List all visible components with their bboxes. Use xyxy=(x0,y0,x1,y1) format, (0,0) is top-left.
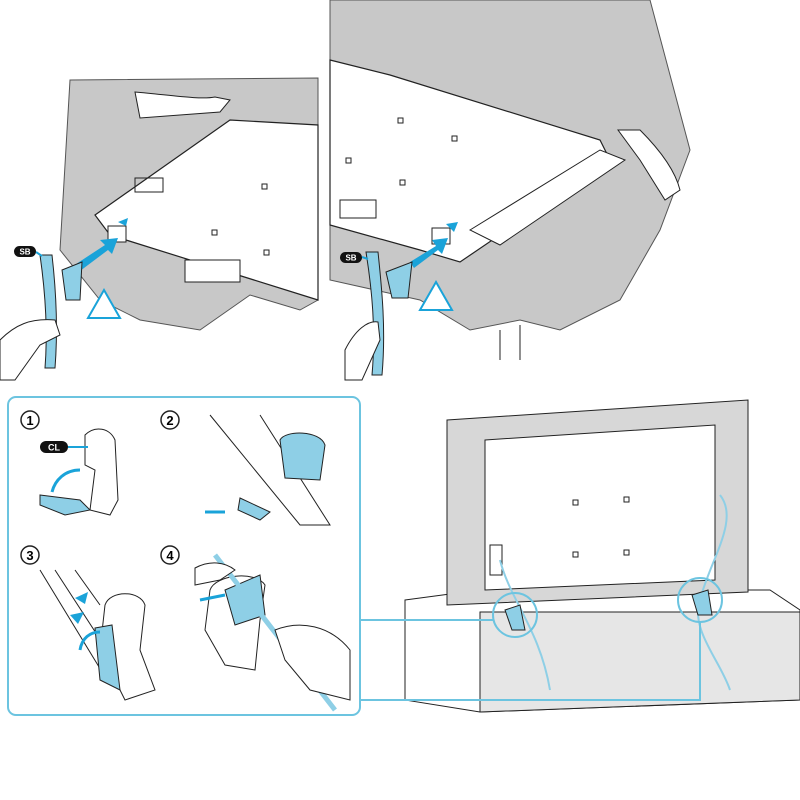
triangle-marker-icon xyxy=(446,222,458,232)
step-number: 4 xyxy=(166,548,174,563)
cable-clip xyxy=(84,428,119,516)
hand-icon xyxy=(134,91,231,119)
tv-frame xyxy=(468,149,627,246)
stand-leg xyxy=(61,261,83,301)
cable-clip xyxy=(691,589,713,616)
step-4: 4 xyxy=(160,545,180,565)
hand-icon xyxy=(194,562,236,586)
cable-clip xyxy=(504,604,526,631)
tv-on-stand-rear-view xyxy=(360,399,800,713)
insert-arrow-icon xyxy=(410,238,448,268)
vesa-holes xyxy=(211,183,270,256)
step-2: 2 xyxy=(160,410,180,430)
tv-cabinet-front xyxy=(479,611,800,713)
port-cover xyxy=(339,199,377,219)
hand-icon xyxy=(274,624,351,701)
stand-slot xyxy=(107,225,127,243)
cable-clip xyxy=(279,432,326,481)
callout-line xyxy=(360,622,701,701)
rotate-arrow-icon xyxy=(50,468,81,493)
step-number-circle xyxy=(20,545,40,565)
panel-attach-stand-left: SB xyxy=(0,77,319,381)
stand-badge xyxy=(14,246,36,257)
stand-leg xyxy=(365,251,385,376)
hand-icon xyxy=(344,321,381,381)
step-number-circle xyxy=(160,410,180,430)
caution-icon xyxy=(418,279,454,311)
port-cover xyxy=(489,544,503,576)
step-number: 3 xyxy=(26,548,33,563)
hand-icon xyxy=(617,129,681,201)
tv-rear-cover xyxy=(484,424,716,591)
step-3: 3 xyxy=(20,545,40,565)
stand-badge xyxy=(340,252,362,263)
step-number: 1 xyxy=(26,413,33,428)
step-number-circle xyxy=(160,545,180,565)
vesa-holes xyxy=(572,496,630,558)
clip-tab xyxy=(224,574,266,626)
stand-leg xyxy=(385,261,413,299)
press-marker-icon xyxy=(70,612,84,624)
stand-leg xyxy=(39,254,57,369)
clip-tab xyxy=(237,497,271,521)
stand-badge-label: SB xyxy=(19,248,30,257)
panel-attach-stand-right: SB xyxy=(329,0,691,381)
callout-circle xyxy=(492,592,538,638)
clip-badge-label: CL xyxy=(48,443,60,453)
clip-tab xyxy=(39,494,92,516)
vesa-holes xyxy=(345,117,458,186)
caution-icon xyxy=(86,287,122,319)
stand-badge-label: SB xyxy=(345,254,356,263)
rotate-arrow-icon xyxy=(78,630,101,651)
clip-badge xyxy=(40,441,68,453)
arrow-left-icon xyxy=(199,593,226,602)
press-marker-icon xyxy=(75,592,88,604)
step-number: 2 xyxy=(166,413,173,428)
cable xyxy=(499,559,551,691)
hand-icon xyxy=(0,319,61,381)
cable-clip-steps-box: 1 2 3 4 CL xyxy=(7,396,361,716)
badge-leader xyxy=(35,251,43,257)
clip-tab xyxy=(94,624,121,691)
triangle-marker-icon xyxy=(118,218,128,226)
port-cover xyxy=(134,177,164,193)
step-number-circle xyxy=(20,410,40,430)
badge-leader xyxy=(361,256,369,260)
step-1: 1 xyxy=(20,410,40,430)
port-cover xyxy=(184,259,241,283)
